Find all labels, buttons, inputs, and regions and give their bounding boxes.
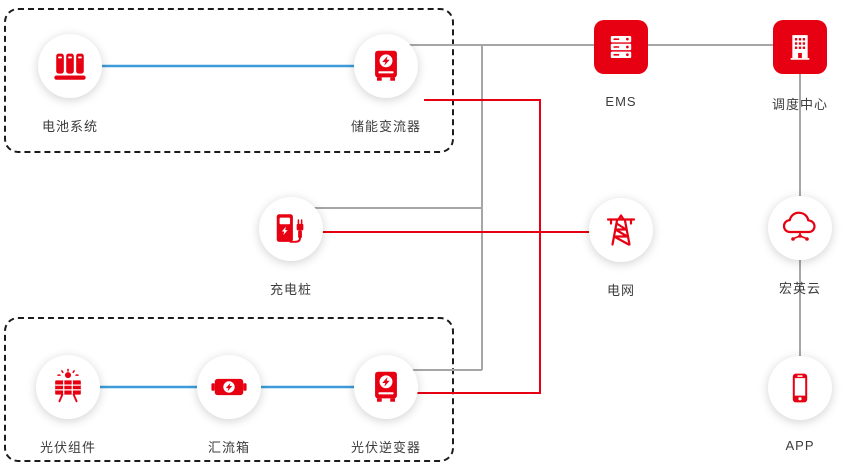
- power-grid-label: 电网: [606, 283, 635, 298]
- node-combiner-box: 汇流箱: [181, 355, 277, 456]
- storage-converter-label: 储能变流器: [350, 119, 421, 134]
- charging-pile-label: 充电桩: [269, 282, 312, 297]
- node-charging-pile: 充电桩: [243, 197, 339, 298]
- ems-square: [594, 20, 648, 74]
- cloud-platform-circle: [768, 196, 832, 260]
- node-dispatch-center: 调度中心: [752, 20, 848, 113]
- solar-panel-icon: [55, 368, 81, 403]
- app-label: APP: [785, 438, 815, 453]
- charging-pile-icon: [276, 214, 304, 243]
- ems-label: EMS: [605, 94, 637, 109]
- pv-inverter-circle: [354, 355, 418, 419]
- node-ems: EMS: [573, 20, 669, 109]
- pv-inverter-icon: [375, 371, 397, 402]
- dispatch-center-label: 调度中心: [771, 97, 828, 112]
- charging-pile-circle: [259, 197, 323, 261]
- building-icon: [790, 35, 810, 60]
- node-pv-inverter: 光伏逆变器: [338, 355, 434, 456]
- dispatch-center-square: [773, 20, 827, 74]
- battery-storage-group-box: [4, 8, 454, 153]
- battery-system-label: 电池系统: [41, 119, 98, 134]
- server-icon: [610, 35, 632, 58]
- node-battery-system: 电池系统: [22, 34, 118, 135]
- storage-converter-circle: [354, 34, 418, 98]
- cloud-platform-label: 宏英云: [778, 281, 821, 296]
- combiner-box-label: 汇流箱: [207, 440, 250, 455]
- battery-cabinet-icon: [54, 53, 86, 80]
- node-app: APP: [752, 356, 848, 453]
- cloud-icon: [782, 211, 816, 241]
- battery-system-circle: [38, 34, 102, 98]
- pv-inverter-label: 光伏逆变器: [350, 440, 421, 455]
- node-pv-module: 光伏组件: [20, 355, 116, 456]
- pv-generation-group-box: [4, 317, 454, 462]
- node-cloud-platform: 宏英云: [752, 196, 848, 297]
- node-storage-converter: 储能变流器: [338, 34, 434, 135]
- node-power-grid: 电网: [573, 198, 669, 299]
- power-grid-circle: [589, 198, 653, 262]
- red-power-lines: [291, 99, 621, 394]
- transmission-tower-icon: [606, 214, 636, 246]
- combiner-box-circle: [197, 355, 261, 419]
- storage-converter-icon: [375, 50, 397, 81]
- pv-module-circle: [36, 355, 100, 419]
- smartphone-icon: [792, 373, 808, 403]
- combiner-box-icon: [211, 378, 247, 396]
- app-circle: [768, 356, 832, 420]
- pv-module-label: 光伏组件: [39, 440, 96, 455]
